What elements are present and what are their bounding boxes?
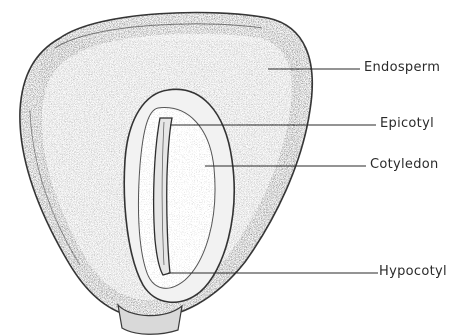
cotyledon-label: Cotyledon xyxy=(370,157,439,172)
endosperm-label: Endosperm xyxy=(364,60,440,75)
hypocotyl-label: Hypocotyl xyxy=(379,264,447,279)
epicotyl-label: Epicotyl xyxy=(380,116,434,131)
